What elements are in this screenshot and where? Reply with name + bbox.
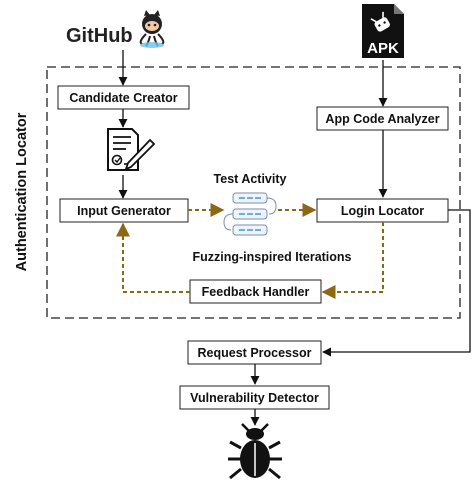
- document-pen-icon: [107, 128, 156, 171]
- vulnerability-detector-box: Vulnerability Detector: [179, 385, 330, 410]
- github-label: GitHub: [66, 25, 133, 47]
- input-generator-label: Input Generator: [77, 204, 171, 218]
- feedback-handler-box: Feedback Handler: [189, 279, 322, 304]
- app-code-analyzer-label: App Code Analyzer: [325, 112, 439, 126]
- fuzzing-iterations-caption: Fuzzing-inspired Iterations: [192, 250, 351, 264]
- vulnerability-detector-label: Vulnerability Detector: [190, 391, 319, 405]
- app-code-analyzer-box: App Code Analyzer: [316, 106, 449, 131]
- request-processor-box: Request Processor: [187, 340, 322, 365]
- github-logo: GitHub: [66, 25, 133, 47]
- authentication-locator-title: Authentication Locator: [14, 112, 30, 271]
- request-processor-label: Request Processor: [198, 346, 312, 360]
- bug-icon: [228, 423, 282, 480]
- candidate-creator-label: Candidate Creator: [69, 91, 177, 105]
- login-locator-label: Login Locator: [341, 204, 424, 218]
- test-activity-caption: Test Activity: [214, 172, 287, 186]
- apk-label: APK: [367, 40, 399, 57]
- apk-file-icon: APK: [362, 4, 404, 58]
- github-octocat-icon: [139, 10, 165, 48]
- feedback-handler-label: Feedback Handler: [202, 285, 310, 299]
- authentication-locator-container: [46, 66, 461, 319]
- test-activity-icon: [223, 192, 277, 236]
- arrow-login-to-feedback: [321, 222, 384, 299]
- candidate-creator-box: Candidate Creator: [57, 85, 190, 110]
- arrow-login-to-request-processor: [322, 209, 471, 357]
- arrow-feedback-to-input: [116, 222, 190, 293]
- login-locator-box: Login Locator: [316, 198, 449, 223]
- input-generator-box: Input Generator: [59, 198, 189, 223]
